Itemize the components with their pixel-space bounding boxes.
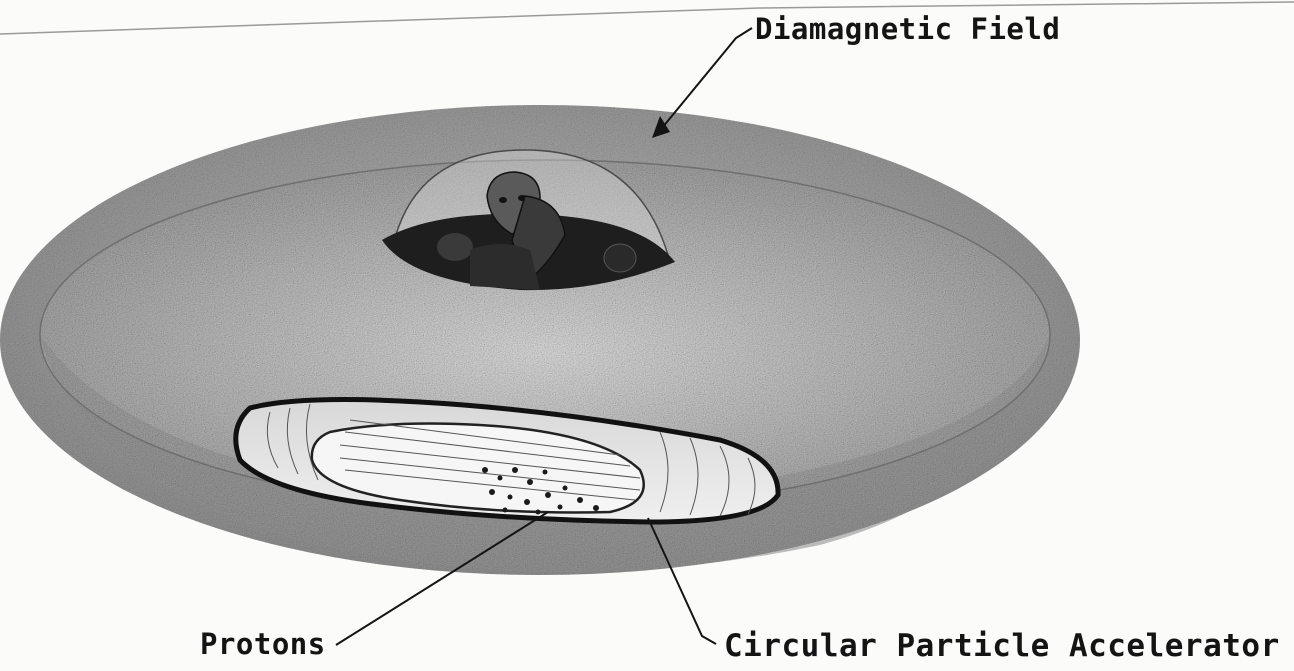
paper-edge-line xyxy=(0,2,1294,34)
label-circular-particle-accelerator: Circular Particle Accelerator xyxy=(724,628,1280,664)
diamagnetic-pointer xyxy=(662,28,752,128)
label-diamagnetic-field: Diamagnetic Field xyxy=(755,12,1060,46)
label-protons: Protons xyxy=(200,627,326,661)
